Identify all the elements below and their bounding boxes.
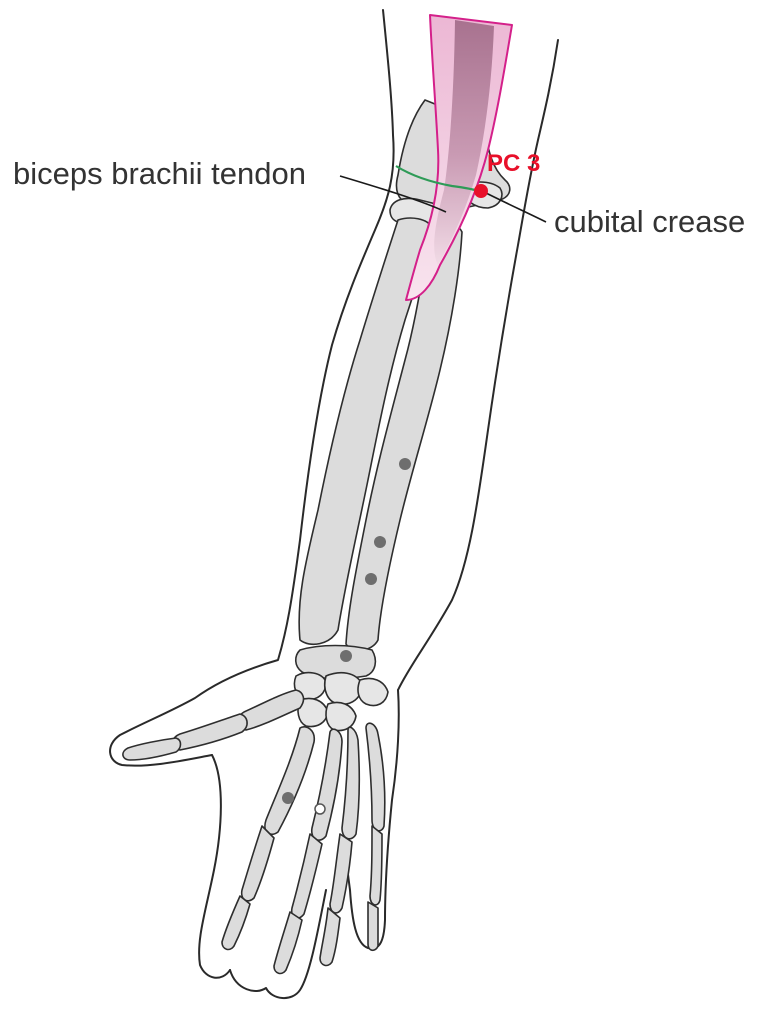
acupoint-dot xyxy=(282,792,294,804)
acupoint-dot xyxy=(365,573,377,585)
acupoint-dot xyxy=(340,650,352,662)
acupoint-dot-hollow xyxy=(315,804,325,814)
acupoint-dot xyxy=(374,536,386,548)
finger-bones xyxy=(222,723,385,973)
pc3-dot xyxy=(474,184,488,198)
biceps-tendon-label: biceps brachii tendon xyxy=(13,156,306,191)
cubital-crease-label: cubital crease xyxy=(554,204,745,239)
acupoint-dot xyxy=(399,458,411,470)
thumb-bones xyxy=(123,690,304,760)
pc3-label: PC 3 xyxy=(487,150,540,177)
